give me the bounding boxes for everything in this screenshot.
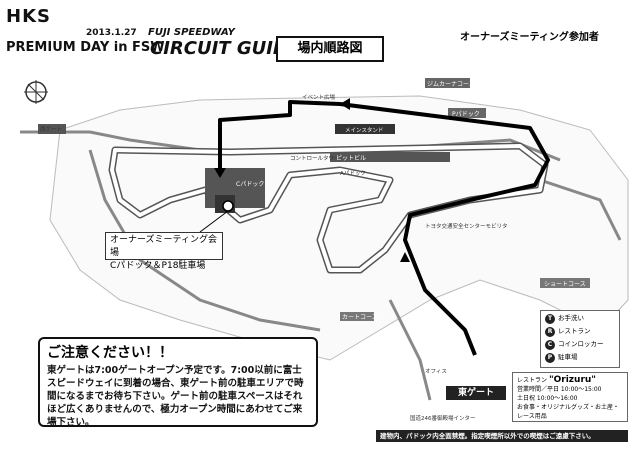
gymkhana-label: ジムカーナコース bbox=[427, 81, 475, 88]
gymkhana-block bbox=[425, 78, 470, 88]
notice-body: 東ゲートは7:00ゲートオープン予定です。7:00以前に富士スピードウェイに到着… bbox=[47, 365, 304, 428]
pit-building-block bbox=[330, 152, 450, 162]
legend-label: レストラン bbox=[558, 327, 591, 335]
toilet-icon: T bbox=[545, 313, 555, 324]
c-paddock-label: Cパドック bbox=[236, 181, 264, 188]
route-arrowhead-3 bbox=[340, 98, 350, 110]
interchange-label: 国道246番御殿場インター bbox=[410, 414, 476, 422]
east-gate-label: 東ゲート bbox=[446, 386, 506, 400]
owners-meeting-marker bbox=[222, 200, 234, 212]
cart-course-label: カートコース bbox=[342, 314, 378, 321]
office-label: オフィス bbox=[425, 368, 447, 375]
short-course-label: ショートコース bbox=[544, 281, 586, 288]
route-arrowhead-1 bbox=[214, 168, 226, 178]
restaurant-name: "Orizuru" bbox=[548, 375, 596, 385]
owners-meeting-callout: オーナーズミーティング会場 Cパドック＆P18駐車場 bbox=[105, 232, 223, 271]
short-course-block bbox=[540, 278, 590, 288]
legend-label: コインロッカー bbox=[558, 340, 604, 348]
a-paddock-label: Aパドック bbox=[340, 170, 366, 177]
p-paddock-label: Pパドック bbox=[452, 111, 480, 118]
circuit-guide-title: CIRCUIT GUIDE bbox=[150, 38, 301, 59]
event-stage-label: イベント広場 bbox=[302, 93, 336, 101]
parking-icon: P bbox=[545, 352, 555, 363]
owners-meeting-line1: オーナーズミーティング会場 bbox=[110, 235, 218, 258]
main-stand-label: メインスタンド bbox=[345, 126, 383, 134]
restaurant-hours-weekend: 土日祝 10:00〜16:00 bbox=[517, 395, 578, 402]
p-paddock-block bbox=[448, 108, 486, 118]
no-smoking-footer: 建物内、パドック内全面禁煙。指定喫煙所以外での喫煙はご遠慮下さい。 bbox=[376, 430, 628, 442]
main-stand-building bbox=[335, 124, 395, 134]
restaurant-goods: お食事・オリジナルグッズ・お土産・レース用品 bbox=[517, 404, 620, 420]
event-date: 2013.1.27 bbox=[86, 28, 137, 38]
fuji-speedway-logo: FUJI SPEEDWAY bbox=[148, 27, 235, 38]
legend-label: 駐車場 bbox=[558, 353, 578, 361]
hks-logo: HKS bbox=[6, 6, 51, 27]
route-path bbox=[218, 100, 550, 356]
restaurant-icon: R bbox=[545, 326, 555, 337]
restaurant-info: レストラン "Orizuru" 営業時間／平日 10:00〜15:00 土日祝 … bbox=[512, 372, 628, 422]
route-map-title: 場内順路図 bbox=[276, 36, 384, 62]
event-title: PREMIUM DAY in FSW bbox=[6, 40, 165, 55]
notice-title: ご注意ください！！ bbox=[47, 345, 173, 361]
toyota-center-label: トヨタ交通安全センターモビリタ bbox=[425, 222, 508, 230]
compass-icon bbox=[24, 80, 48, 104]
road-network bbox=[20, 130, 622, 401]
participants-heading: オーナーズミーティング参加者 bbox=[460, 32, 599, 43]
racetrack bbox=[108, 142, 549, 274]
restaurant-prefix: レストラン bbox=[517, 377, 548, 384]
coin-locker-icon: C bbox=[545, 339, 555, 350]
owners-meeting-line2: Cパドック＆P18駐車場 bbox=[110, 261, 206, 271]
notice-box: ご注意ください！！ 東ゲートは7:00ゲートオープン予定です。7:00以前に富士… bbox=[38, 337, 318, 428]
restaurant-hours-weekday: 営業時間／平日 10:00〜15:00 bbox=[517, 386, 602, 393]
west-gate-label: 西ゲート bbox=[40, 125, 62, 133]
pit-building-label: ピットビル bbox=[336, 154, 366, 162]
cart-course-block bbox=[340, 312, 374, 321]
west-gate-block bbox=[38, 124, 66, 134]
control-tower-label: コントロールタワー bbox=[290, 154, 340, 162]
legend-label: お手洗い bbox=[558, 314, 584, 322]
route-arrowhead-2 bbox=[400, 252, 410, 262]
terrain-outline bbox=[49, 95, 629, 361]
